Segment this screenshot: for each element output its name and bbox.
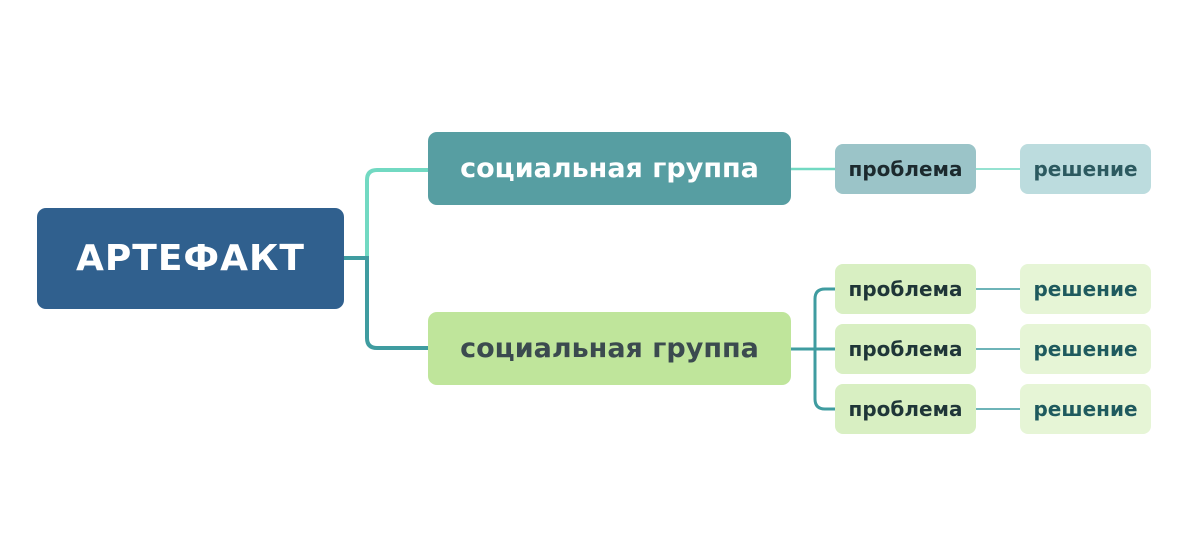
problem-node-4: проблема bbox=[835, 384, 976, 434]
group-node-1: социальная группа bbox=[428, 132, 791, 205]
solution-node-1: решение bbox=[1020, 144, 1151, 194]
connector-group-2-to-problem-2 bbox=[791, 287, 835, 351]
solution-node-3: решение bbox=[1020, 324, 1151, 374]
solution-node-2: решение bbox=[1020, 264, 1151, 314]
problem-node-3: проблема bbox=[835, 324, 976, 374]
solution-node-4: решение bbox=[1020, 384, 1151, 434]
problem-node-2: проблема bbox=[835, 264, 976, 314]
problem-node-1: проблема bbox=[835, 144, 976, 194]
connector-root-to-group-1 bbox=[344, 168, 428, 260]
group-node-2: социальная группа bbox=[428, 312, 791, 385]
root-node-artifact: АРТЕФАКТ bbox=[37, 208, 344, 309]
connector-root-to-group-2 bbox=[344, 256, 428, 350]
connector-group-2-to-problem-4 bbox=[813, 349, 835, 411]
